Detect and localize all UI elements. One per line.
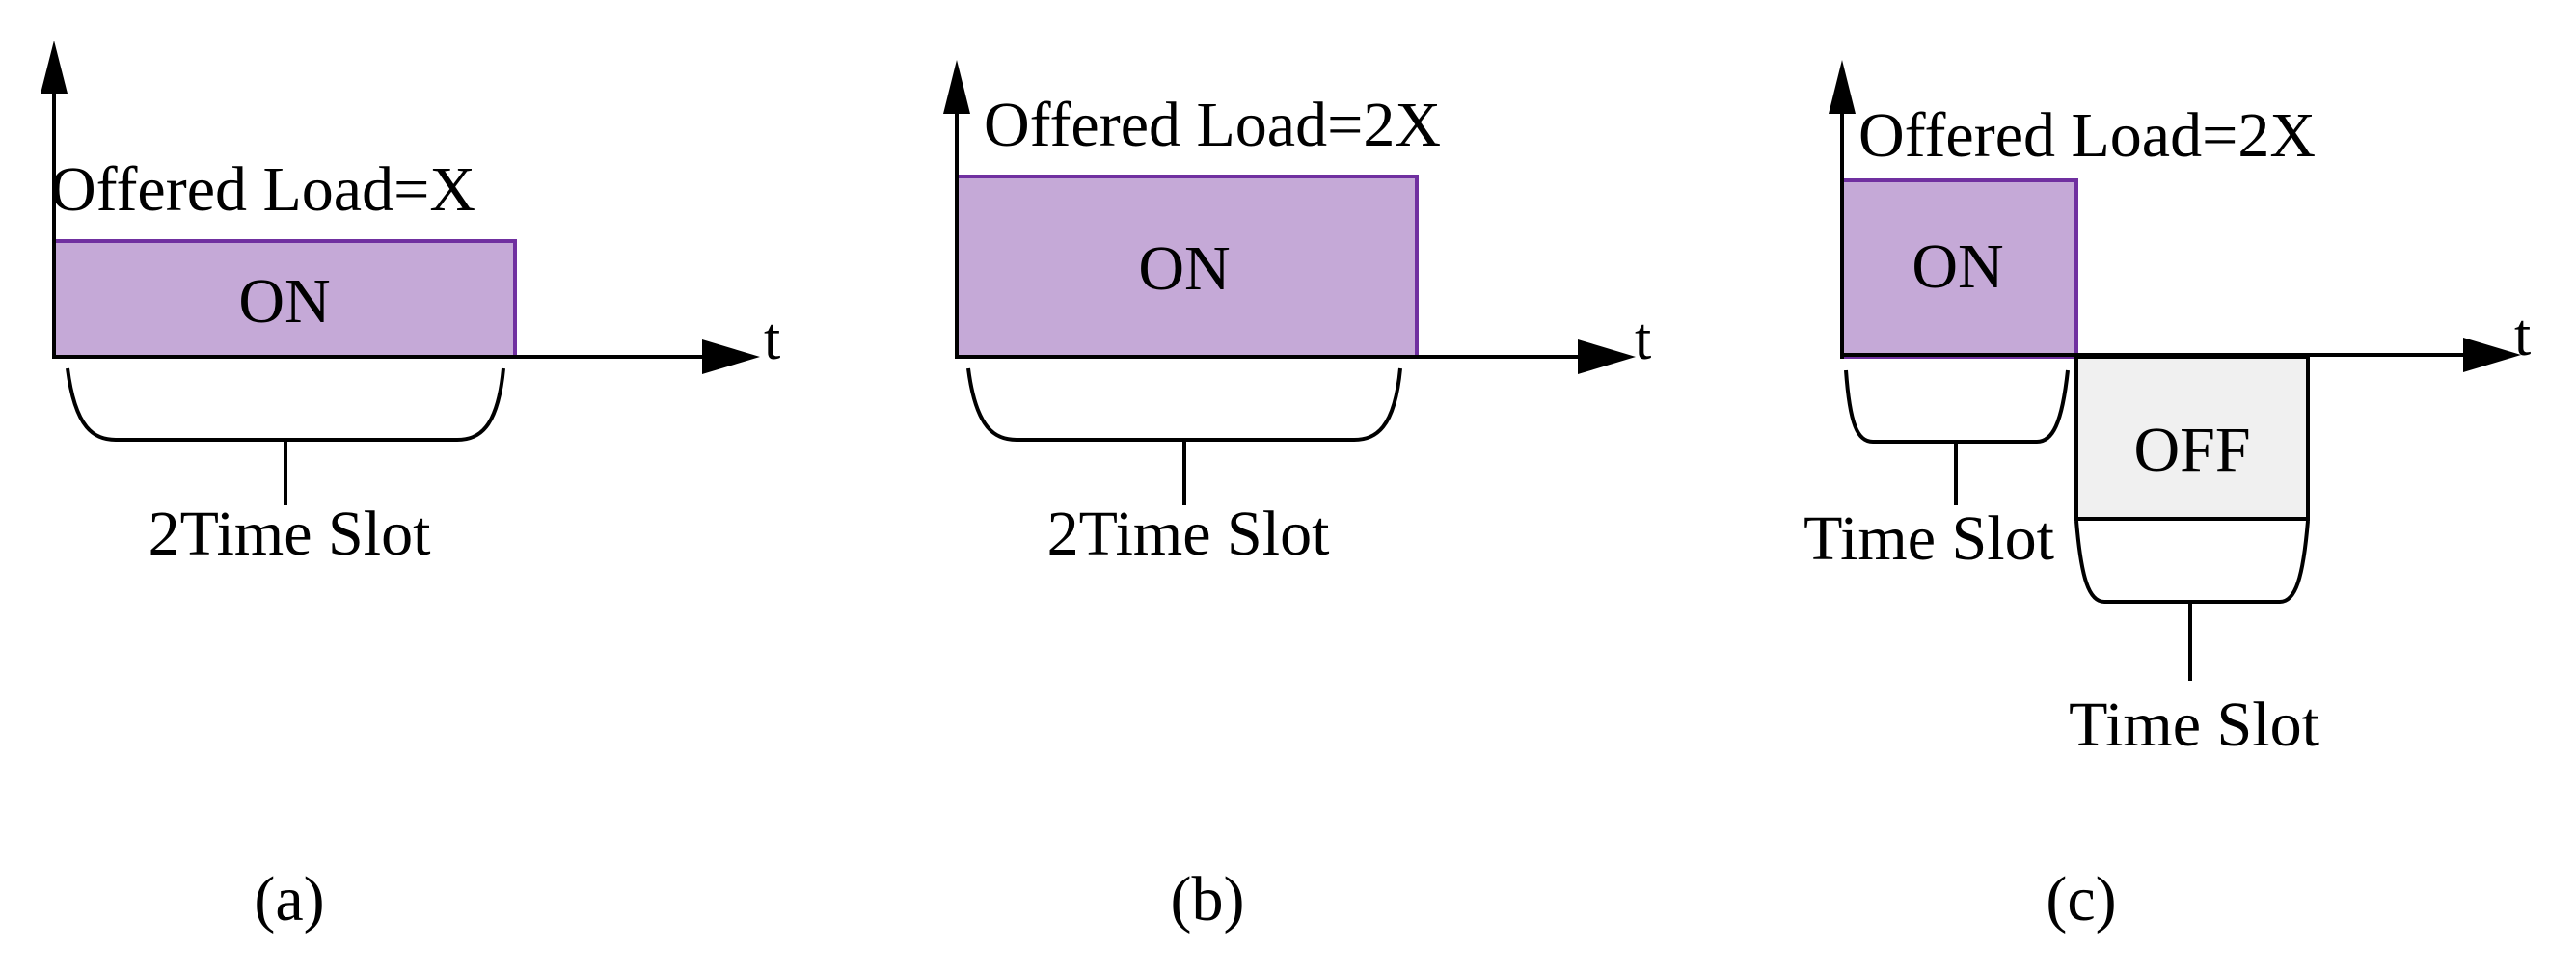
time-axis-arrowhead [2463,338,2521,372]
y-axis-arrowhead [41,41,68,94]
duration-label: 2Time Slot [149,499,431,569]
on-block [955,175,1419,359]
time-axis-arrowhead [1578,339,1636,374]
time-axis-label: t [764,307,780,372]
on-duration-brace [1844,369,2070,444]
panel-b: t Offered Load=2X ON 2Time Slot (b) [943,60,1651,934]
time-axis-label: t [1635,307,1651,372]
y-axis-arrowhead [1829,60,1856,114]
on-label: ON [238,266,330,337]
y-axis-arrowhead [943,60,970,114]
off-label: OFF [2133,415,2250,485]
panel-c: t Offered Load=2X ON OFF Time Slot Time … [1803,60,2531,934]
off-duration-brace [2074,520,2310,604]
on-duration-label: Time Slot [1803,503,2054,574]
time-axis-arrowhead [702,339,760,374]
off-duration-label: Time Slot [2069,690,2319,760]
panel-caption: (a) [254,864,324,934]
duration-brace [66,367,505,442]
on-block [52,239,517,359]
on-label: ON [1138,233,1230,304]
offered-load-label: Offered Load=X [50,154,475,225]
duration-brace [966,367,1402,442]
panel-a: t Offered Load=X ON 2Time Slot (a) [41,41,780,934]
offered-load-label: Offered Load=2X [984,90,1441,160]
time-axis-label: t [2514,303,2531,368]
on-block [1840,178,2078,359]
offered-load-label: Offered Load=2X [1858,100,2316,171]
panel-caption: (c) [2046,864,2116,934]
panel-caption: (b) [1171,864,1245,934]
on-label: ON [1912,231,2003,302]
duration-label: 2Time Slot [1047,499,1330,569]
